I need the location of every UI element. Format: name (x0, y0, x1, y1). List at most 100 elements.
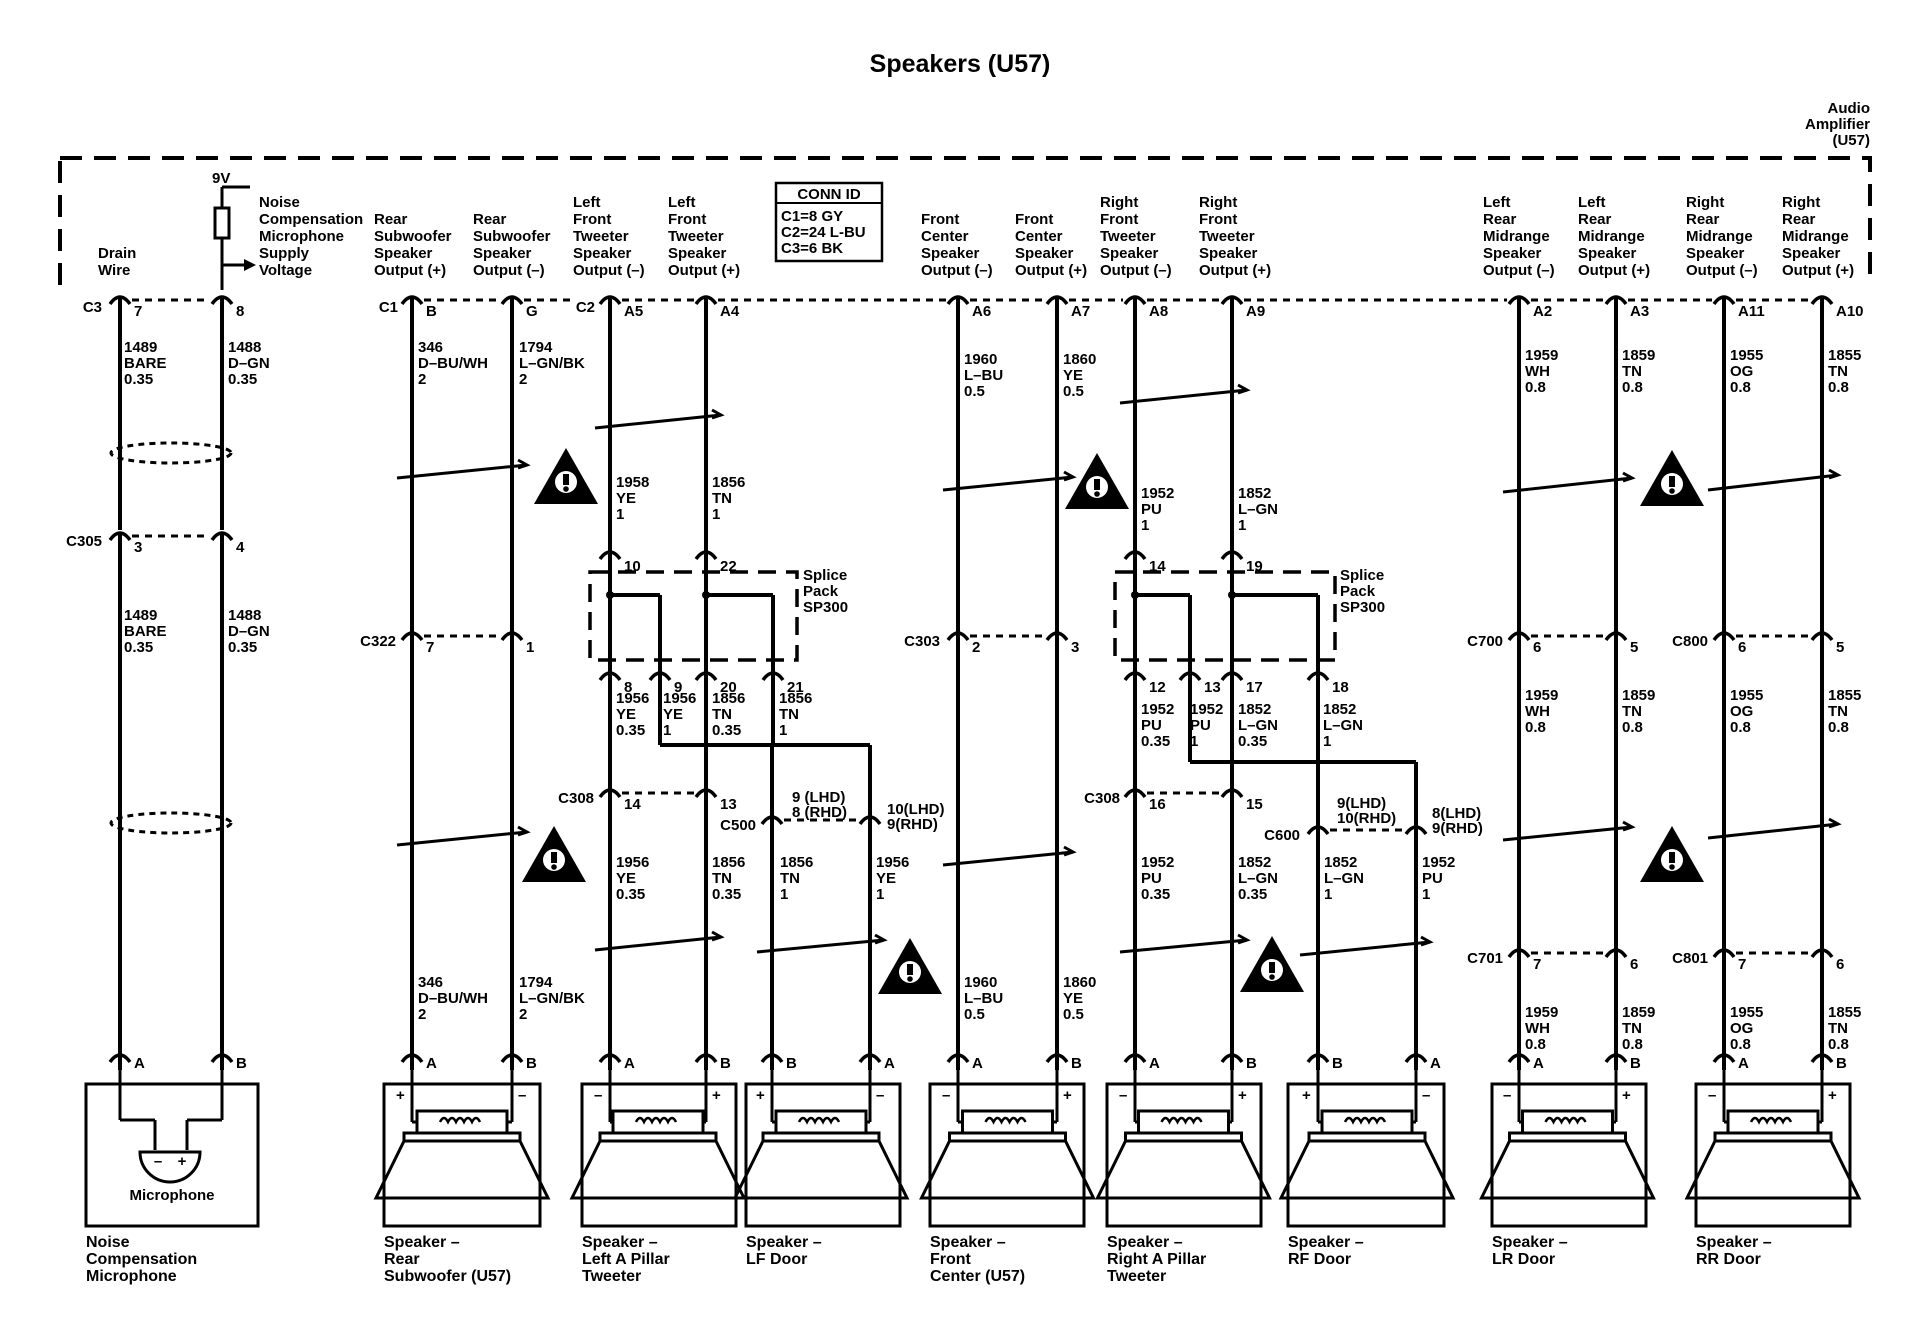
connector-cup (1810, 1053, 1834, 1064)
splice-pack-box (1113, 570, 1337, 662)
wire-label-line: TN (780, 870, 800, 887)
connector-cup (1123, 1053, 1147, 1064)
connector-cup (1507, 948, 1531, 959)
connector-cup (210, 531, 234, 542)
polarity-mark: – (594, 1087, 602, 1104)
pin-label: 13 (720, 796, 737, 813)
polarity-mark: + (756, 1087, 765, 1104)
connector-c308-pin (694, 788, 718, 805)
wire-label-line: 1859 (1622, 687, 1655, 704)
twisted-pair-arrow (1828, 468, 1842, 480)
speaker-magnet (961, 1109, 1054, 1135)
wire-label-line: 0.5 (964, 383, 985, 400)
wire-label-line: YE (1063, 990, 1083, 1007)
pin-label: A (624, 1055, 635, 1072)
conn-id-box: CONN ID C1=8 GY C2=24 L-BU C3=6 BK (774, 181, 884, 263)
wire-label-line: 1794 (519, 974, 553, 991)
caution-icon (878, 938, 942, 994)
connector-cup (1712, 948, 1736, 959)
speaker-coil (1160, 1116, 1203, 1125)
pin-label: B (1246, 1055, 1257, 1072)
twisted-pair-marker (942, 475, 1074, 492)
wire-label-line: 0.5 (1063, 1006, 1084, 1023)
wire-label-line: 1 (780, 886, 788, 903)
pin-label: 10 (624, 558, 641, 575)
speaker-outline (580, 1082, 738, 1228)
wire-label-line: 0.5 (964, 1006, 985, 1023)
pin-label: B (426, 303, 437, 320)
connector-c2-pin (1712, 295, 1736, 312)
connector-cup (500, 631, 524, 642)
component-name-line: Left A Pillar (582, 1251, 670, 1268)
pin-label: 6 (1630, 956, 1638, 973)
connector-cup (1123, 671, 1147, 682)
twisted-pair-marker (396, 830, 528, 847)
speaker-cone (373, 1140, 551, 1200)
wire-label-line: 0.35 (616, 886, 645, 903)
pin-label: 8 (RHD) (792, 804, 847, 821)
wire-label-line: 1956 (616, 690, 649, 707)
wire-label-line: 0.35 (616, 722, 645, 739)
wire-label-line: 1955 (1730, 687, 1763, 704)
connector-pin (1712, 631, 1736, 648)
connector-pin (1604, 948, 1628, 965)
splice-node (702, 591, 710, 599)
output-label-line: Output (–) (573, 262, 645, 279)
connector-c2-pin (946, 295, 970, 312)
connector-c2-pin (694, 295, 718, 312)
polarity-mark: – (942, 1087, 950, 1104)
output-label-line: Compensation (259, 211, 363, 228)
component-name-line: Speaker – (1492, 1234, 1568, 1251)
pin-label: A10 (1836, 303, 1864, 320)
output-label-line: Speaker (1782, 245, 1841, 262)
output-label-line: Front (1100, 211, 1138, 228)
pin-label: 9 (LHD) (792, 789, 845, 806)
component-name-line: Right A Pillar (1107, 1251, 1206, 1268)
caution-mark (1094, 479, 1100, 490)
connector-c3-pin (108, 295, 132, 312)
amplifier-label-line: Audio (1828, 100, 1871, 117)
wire-label-line: PU (1141, 501, 1162, 518)
amplifier-label-line: Amplifier (1805, 116, 1870, 133)
pin-label: 10(LHD) (887, 801, 945, 818)
speaker-outline (382, 1082, 542, 1228)
connector-c305-pin (210, 531, 234, 548)
wire-label-line: 0.35 (712, 722, 741, 739)
wire-label-line: 1952 (1422, 854, 1455, 871)
caution-icon (522, 826, 586, 882)
output-label-line: Right (1100, 194, 1138, 211)
speaker-cone (1278, 1140, 1456, 1200)
output-label-line: Speaker (1199, 245, 1258, 262)
pin-label: 4 (236, 539, 245, 556)
pin-label: 13 (1204, 679, 1221, 696)
pin-label: 15 (1246, 796, 1263, 813)
connector-name: C303 (904, 633, 940, 650)
pin-label: A7 (1071, 303, 1090, 320)
wire-label-line: TN (1622, 1020, 1642, 1037)
shield (109, 811, 233, 835)
wire-label-line: 1 (1422, 886, 1430, 903)
microphone-outline (84, 1082, 260, 1228)
caution-icon (534, 448, 598, 504)
wire-label-line: L–GN (1324, 870, 1364, 887)
wire-label-line: 1860 (1063, 974, 1096, 991)
pin-label: 7 (134, 303, 142, 320)
pin-label: 18 (1332, 679, 1349, 696)
output-label-line: Midrange (1686, 228, 1753, 245)
